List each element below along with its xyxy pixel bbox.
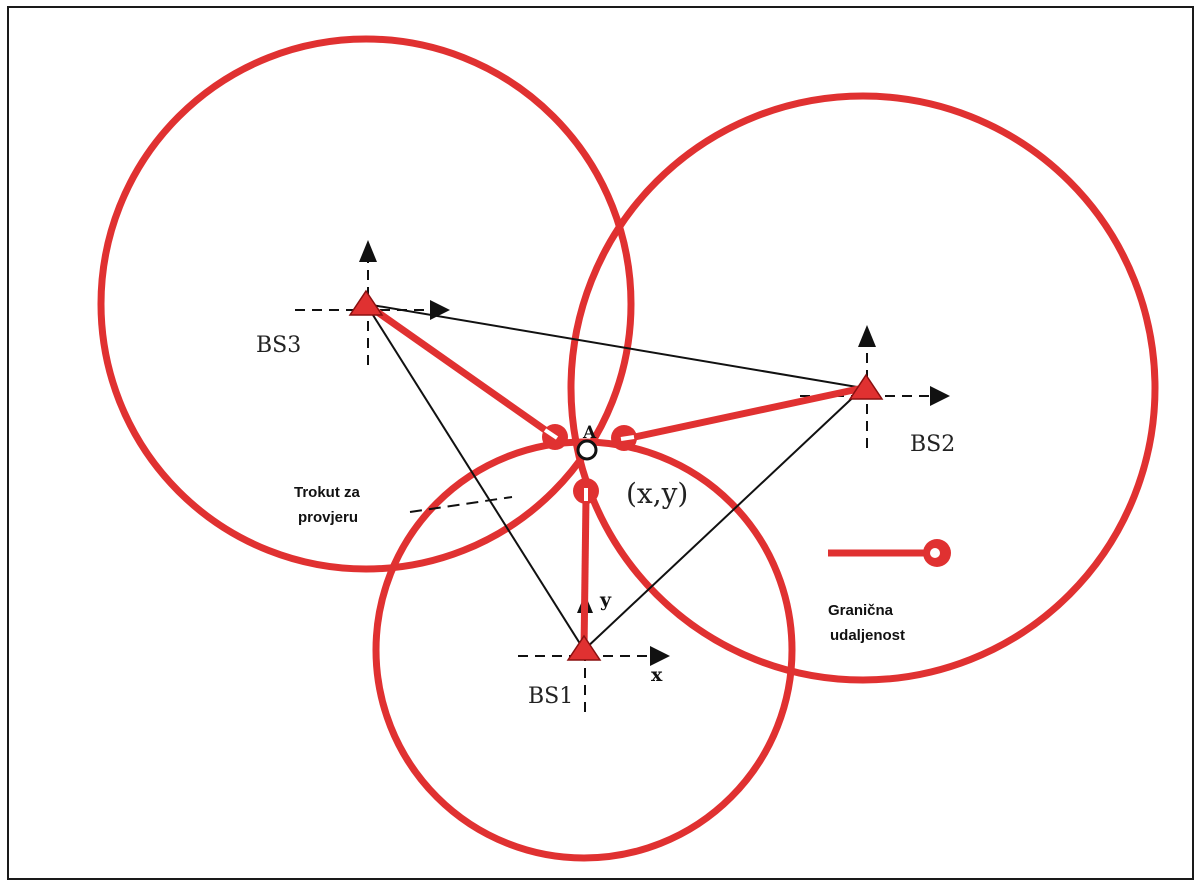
point-coords-label: (x,y): [626, 477, 688, 510]
legend-line2: udaljenost: [830, 627, 905, 644]
triangle-pointer-line: [409, 496, 513, 513]
x-axis-label: x: [651, 664, 663, 686]
point-a-marker: [576, 439, 598, 461]
range-circle-bs3: [97, 35, 635, 573]
bs3-label: BS3: [256, 333, 301, 358]
y-axis-label: y: [599, 589, 612, 611]
range-circle-bs2: [567, 92, 1159, 684]
pin-cap-bs1: [573, 478, 599, 504]
pin-cap-bs3: [542, 424, 568, 450]
bs2-label: BS2: [910, 432, 955, 457]
bs3-station-icon: [348, 289, 384, 316]
legend-symbol: [828, 539, 951, 567]
legend-line1: Granična: [828, 602, 894, 619]
bs1-label: BS1: [528, 684, 573, 709]
bs2-axes: [800, 325, 950, 448]
bs2-station-icon: [848, 373, 884, 400]
point-a-label: A: [582, 423, 597, 443]
bs1-station-icon: [566, 634, 602, 661]
triangle-annotation-line1: Trokut za: [294, 484, 361, 501]
bs2-bs1-line: [583, 387, 864, 651]
radius-line-bs2: [629, 384, 864, 442]
bs3-bs2-line: [365, 303, 864, 389]
pin-cap-bs2: [611, 425, 637, 451]
bs1-bs3-line: [365, 303, 585, 651]
radius-line-bs1: [580, 497, 590, 651]
triangle-annotation-line2: provjeru: [298, 509, 358, 526]
radius-line-bs3: [363, 301, 551, 435]
